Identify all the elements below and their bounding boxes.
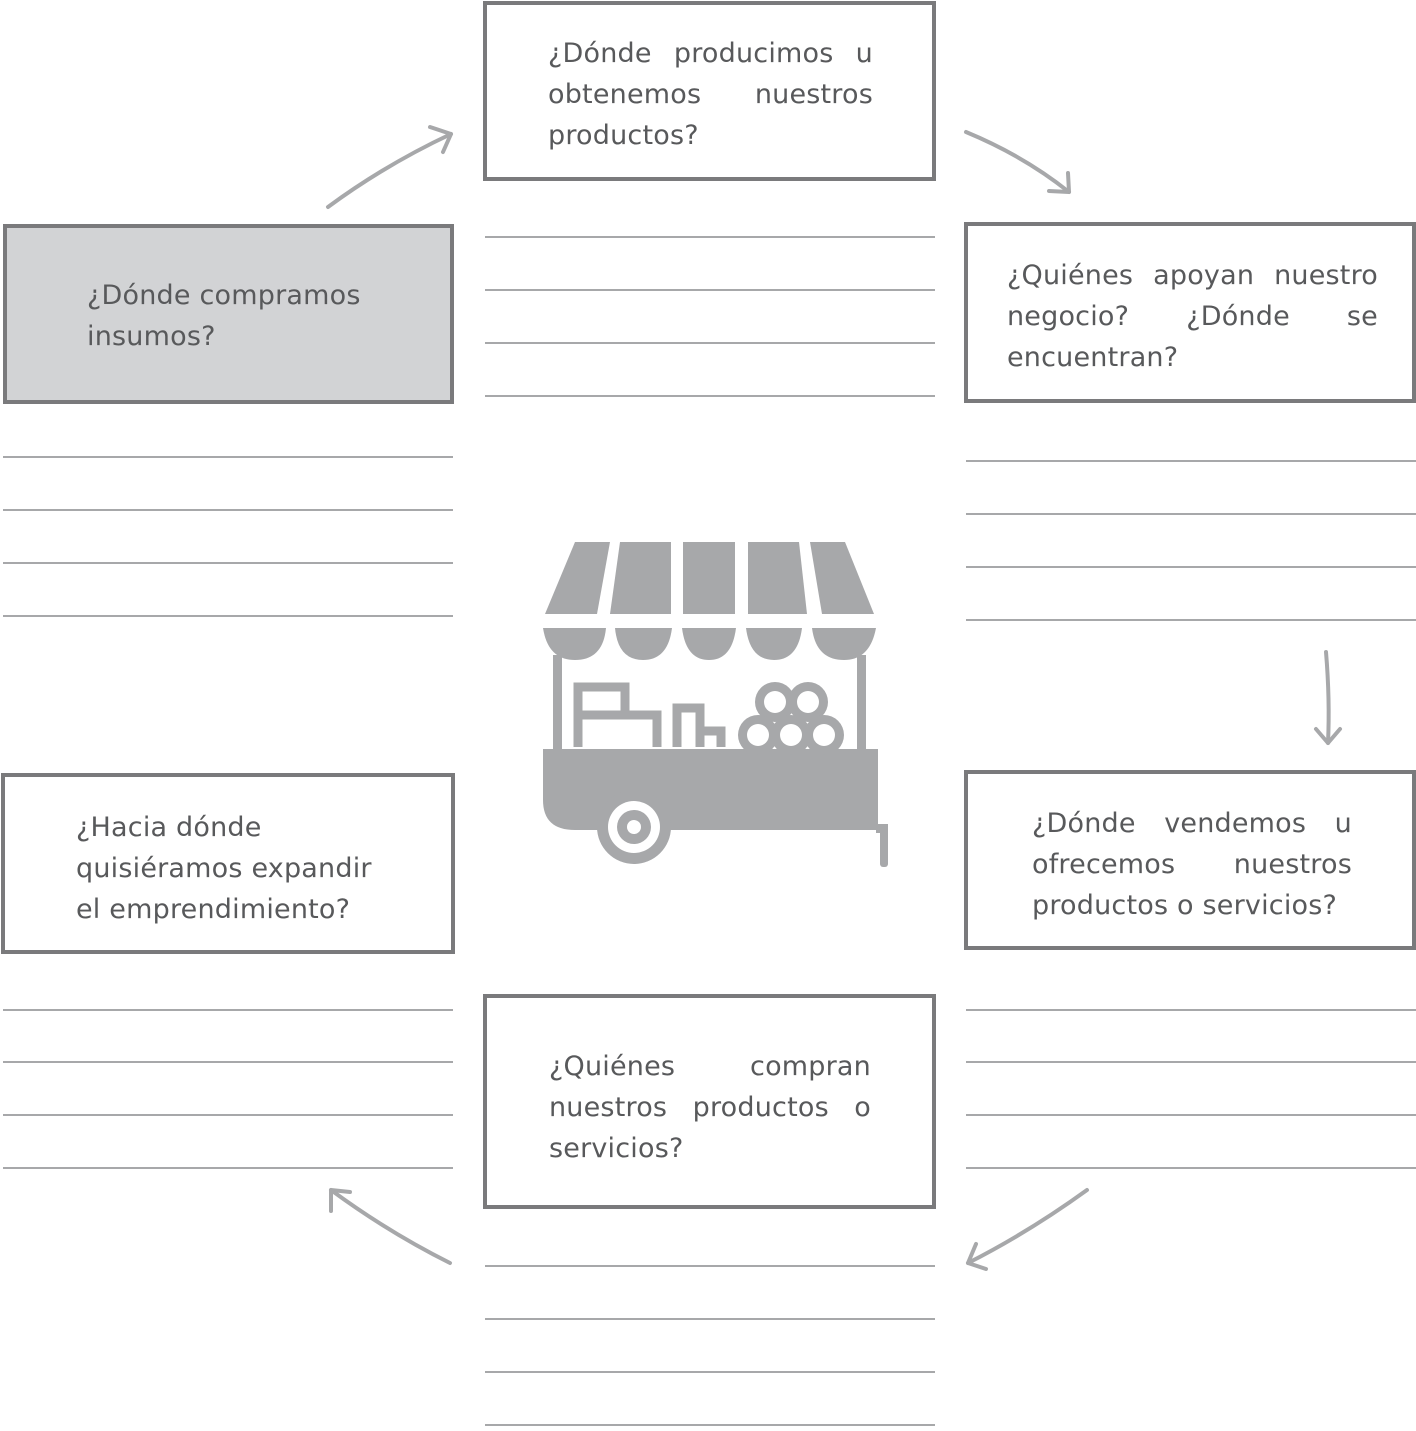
question-apoyan: ¿Quiénes apoyan nuestro negocio? ¿Dónde … bbox=[1007, 260, 1378, 373]
answer-line[interactable] bbox=[3, 509, 453, 511]
arrow-icon bbox=[326, 125, 453, 209]
question-insumos: ¿Dónde compramos insumos? bbox=[87, 280, 361, 352]
answer-line[interactable] bbox=[485, 342, 935, 344]
answer-line[interactable] bbox=[3, 1009, 453, 1011]
arrow-icon bbox=[1314, 650, 1342, 745]
answer-line[interactable] bbox=[485, 395, 935, 397]
answer-line[interactable] bbox=[966, 513, 1416, 515]
answer-line[interactable] bbox=[485, 289, 935, 291]
box-producimos: ¿Dónde producimos u obtenemos nuestros p… bbox=[483, 1, 936, 181]
answer-line[interactable] bbox=[485, 1424, 935, 1426]
box-vendemos: ¿Dónde vendemos u ofrecemos nuestros pro… bbox=[964, 770, 1416, 950]
answer-line[interactable] bbox=[966, 1167, 1416, 1169]
arrow-icon bbox=[964, 130, 1071, 194]
answer-line[interactable] bbox=[485, 236, 935, 238]
box-insumos: ¿Dónde compramos insumos? bbox=[3, 224, 454, 404]
question-vendemos: ¿Dónde vendemos u ofrecemos nuestros pro… bbox=[1032, 808, 1352, 921]
question-producimos: ¿Dónde producimos u obtenemos nuestros p… bbox=[548, 38, 873, 151]
answer-line[interactable] bbox=[3, 562, 453, 564]
answer-line[interactable] bbox=[3, 456, 453, 458]
answer-line[interactable] bbox=[485, 1318, 935, 1320]
answer-line[interactable] bbox=[485, 1265, 935, 1267]
answer-line[interactable] bbox=[485, 1371, 935, 1373]
box-compran: ¿Quiénes compran nuestros productos o se… bbox=[483, 994, 936, 1209]
arrow-icon bbox=[329, 1188, 452, 1265]
answer-line[interactable] bbox=[966, 1009, 1416, 1011]
answer-line[interactable] bbox=[966, 1114, 1416, 1116]
answer-line[interactable] bbox=[966, 619, 1416, 621]
answer-line[interactable] bbox=[966, 1061, 1416, 1063]
answer-line[interactable] bbox=[3, 1061, 453, 1063]
answer-line[interactable] bbox=[966, 460, 1416, 462]
question-compran: ¿Quiénes compran nuestros productos o se… bbox=[549, 1051, 871, 1164]
answer-line[interactable] bbox=[3, 1114, 453, 1116]
arrow-icon bbox=[966, 1188, 1089, 1271]
answer-line[interactable] bbox=[966, 566, 1416, 568]
question-expandir: ¿Hacia dónde quisiéramos expandir el emp… bbox=[76, 812, 372, 925]
answer-line[interactable] bbox=[3, 1167, 453, 1169]
box-expandir: ¿Hacia dónde quisiéramos expandir el emp… bbox=[1, 773, 455, 954]
box-apoyan: ¿Quiénes apoyan nuestro negocio? ¿Dónde … bbox=[964, 222, 1416, 403]
answer-line[interactable] bbox=[3, 615, 453, 617]
